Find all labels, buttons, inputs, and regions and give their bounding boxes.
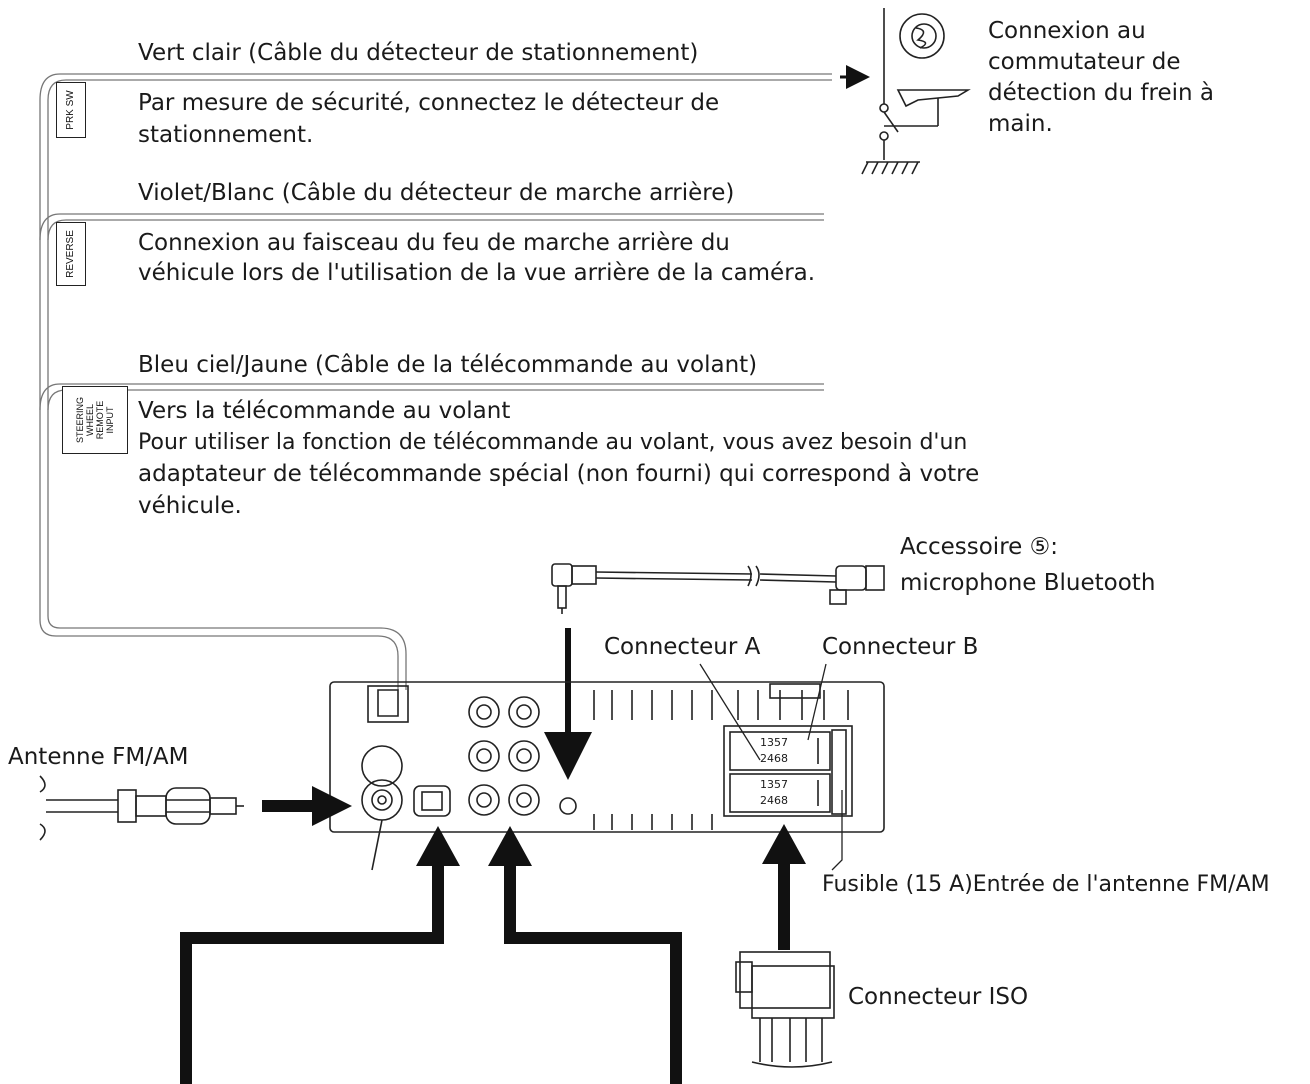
parking-cable-desc-2: stationnement.	[138, 122, 314, 148]
reverse-tag-text: REVERSE	[65, 230, 76, 278]
cable-bundle	[39, 73, 832, 690]
antenna-label: Antenne FM/AM	[8, 744, 189, 770]
steering-desc-4: véhicule.	[138, 493, 242, 519]
iso-label: Connecteur ISO	[848, 984, 1029, 1010]
pins-even-a: 2468	[760, 752, 788, 765]
prk-sw-tag-text: PRK SW	[65, 90, 76, 130]
leader-lines	[699, 663, 843, 871]
steering-tag: STEERING WHEEL REMOTE INPUT	[62, 386, 128, 454]
pins-even-b: 2468	[760, 794, 788, 807]
mic-label-2: microphone Bluetooth	[900, 570, 1156, 596]
steering-tag-text: STEERING WHEEL REMOTE INPUT	[75, 397, 115, 443]
reverse-cable-desc-2: véhicule lors de l'utilisation de la vue…	[138, 260, 816, 286]
reverse-cable-desc-1: Connexion au faisceau du feu de marche a…	[138, 230, 730, 256]
parking-cable-title: Vert clair (Câble du détecteur de statio…	[138, 40, 699, 66]
steering-desc-2: Pour utiliser la fonction de télécommand…	[138, 430, 968, 455]
brake-label-3: détection du frein à	[988, 80, 1214, 106]
steering-tag-line-4: INPUT	[105, 406, 115, 434]
fuse-label: Fusible (15 A)Entrée de l'antenne FM/AM	[822, 872, 1270, 897]
reverse-tag: REVERSE	[56, 222, 86, 286]
connector-b-label: Connecteur B	[822, 634, 979, 660]
brake-label-1: Connexion au	[988, 18, 1146, 44]
brake-switch-symbol	[861, 8, 971, 175]
iso-connector-plug	[735, 951, 835, 1068]
brake-label-2: commutateur de	[988, 49, 1181, 75]
antenna-plug	[39, 775, 244, 841]
steering-desc-3: adaptateur de télécommande spécial (non …	[138, 461, 980, 487]
thick-arrows	[180, 786, 806, 1084]
pins-odd-b: 1357	[760, 778, 788, 791]
reverse-cable-title: Violet/Blanc (Câble du détecteur de marc…	[138, 180, 735, 206]
head-unit-rear	[329, 681, 885, 871]
steering-cable-title: Bleu ciel/Jaune (Câble de la télécommand…	[138, 352, 758, 378]
steering-tag-line-1: STEERING	[75, 396, 85, 444]
steering-desc-1: Vers la télécommande au volant	[138, 398, 511, 424]
brake-label-4: main.	[988, 111, 1053, 137]
parking-cable-desc-1: Par mesure de sécurité, connectez le dét…	[138, 90, 720, 116]
pins-odd-a: 1357	[760, 736, 788, 749]
mic-label-1: Accessoire ⑤:	[900, 534, 1058, 560]
connector-a-label: Connecteur A	[604, 634, 761, 660]
steering-tag-line-3: REMOTE	[95, 400, 105, 440]
prk-sw-tag: PRK SW	[56, 82, 86, 138]
steering-tag-line-2: WHEEL	[85, 403, 95, 437]
microphone-cable	[551, 563, 885, 614]
